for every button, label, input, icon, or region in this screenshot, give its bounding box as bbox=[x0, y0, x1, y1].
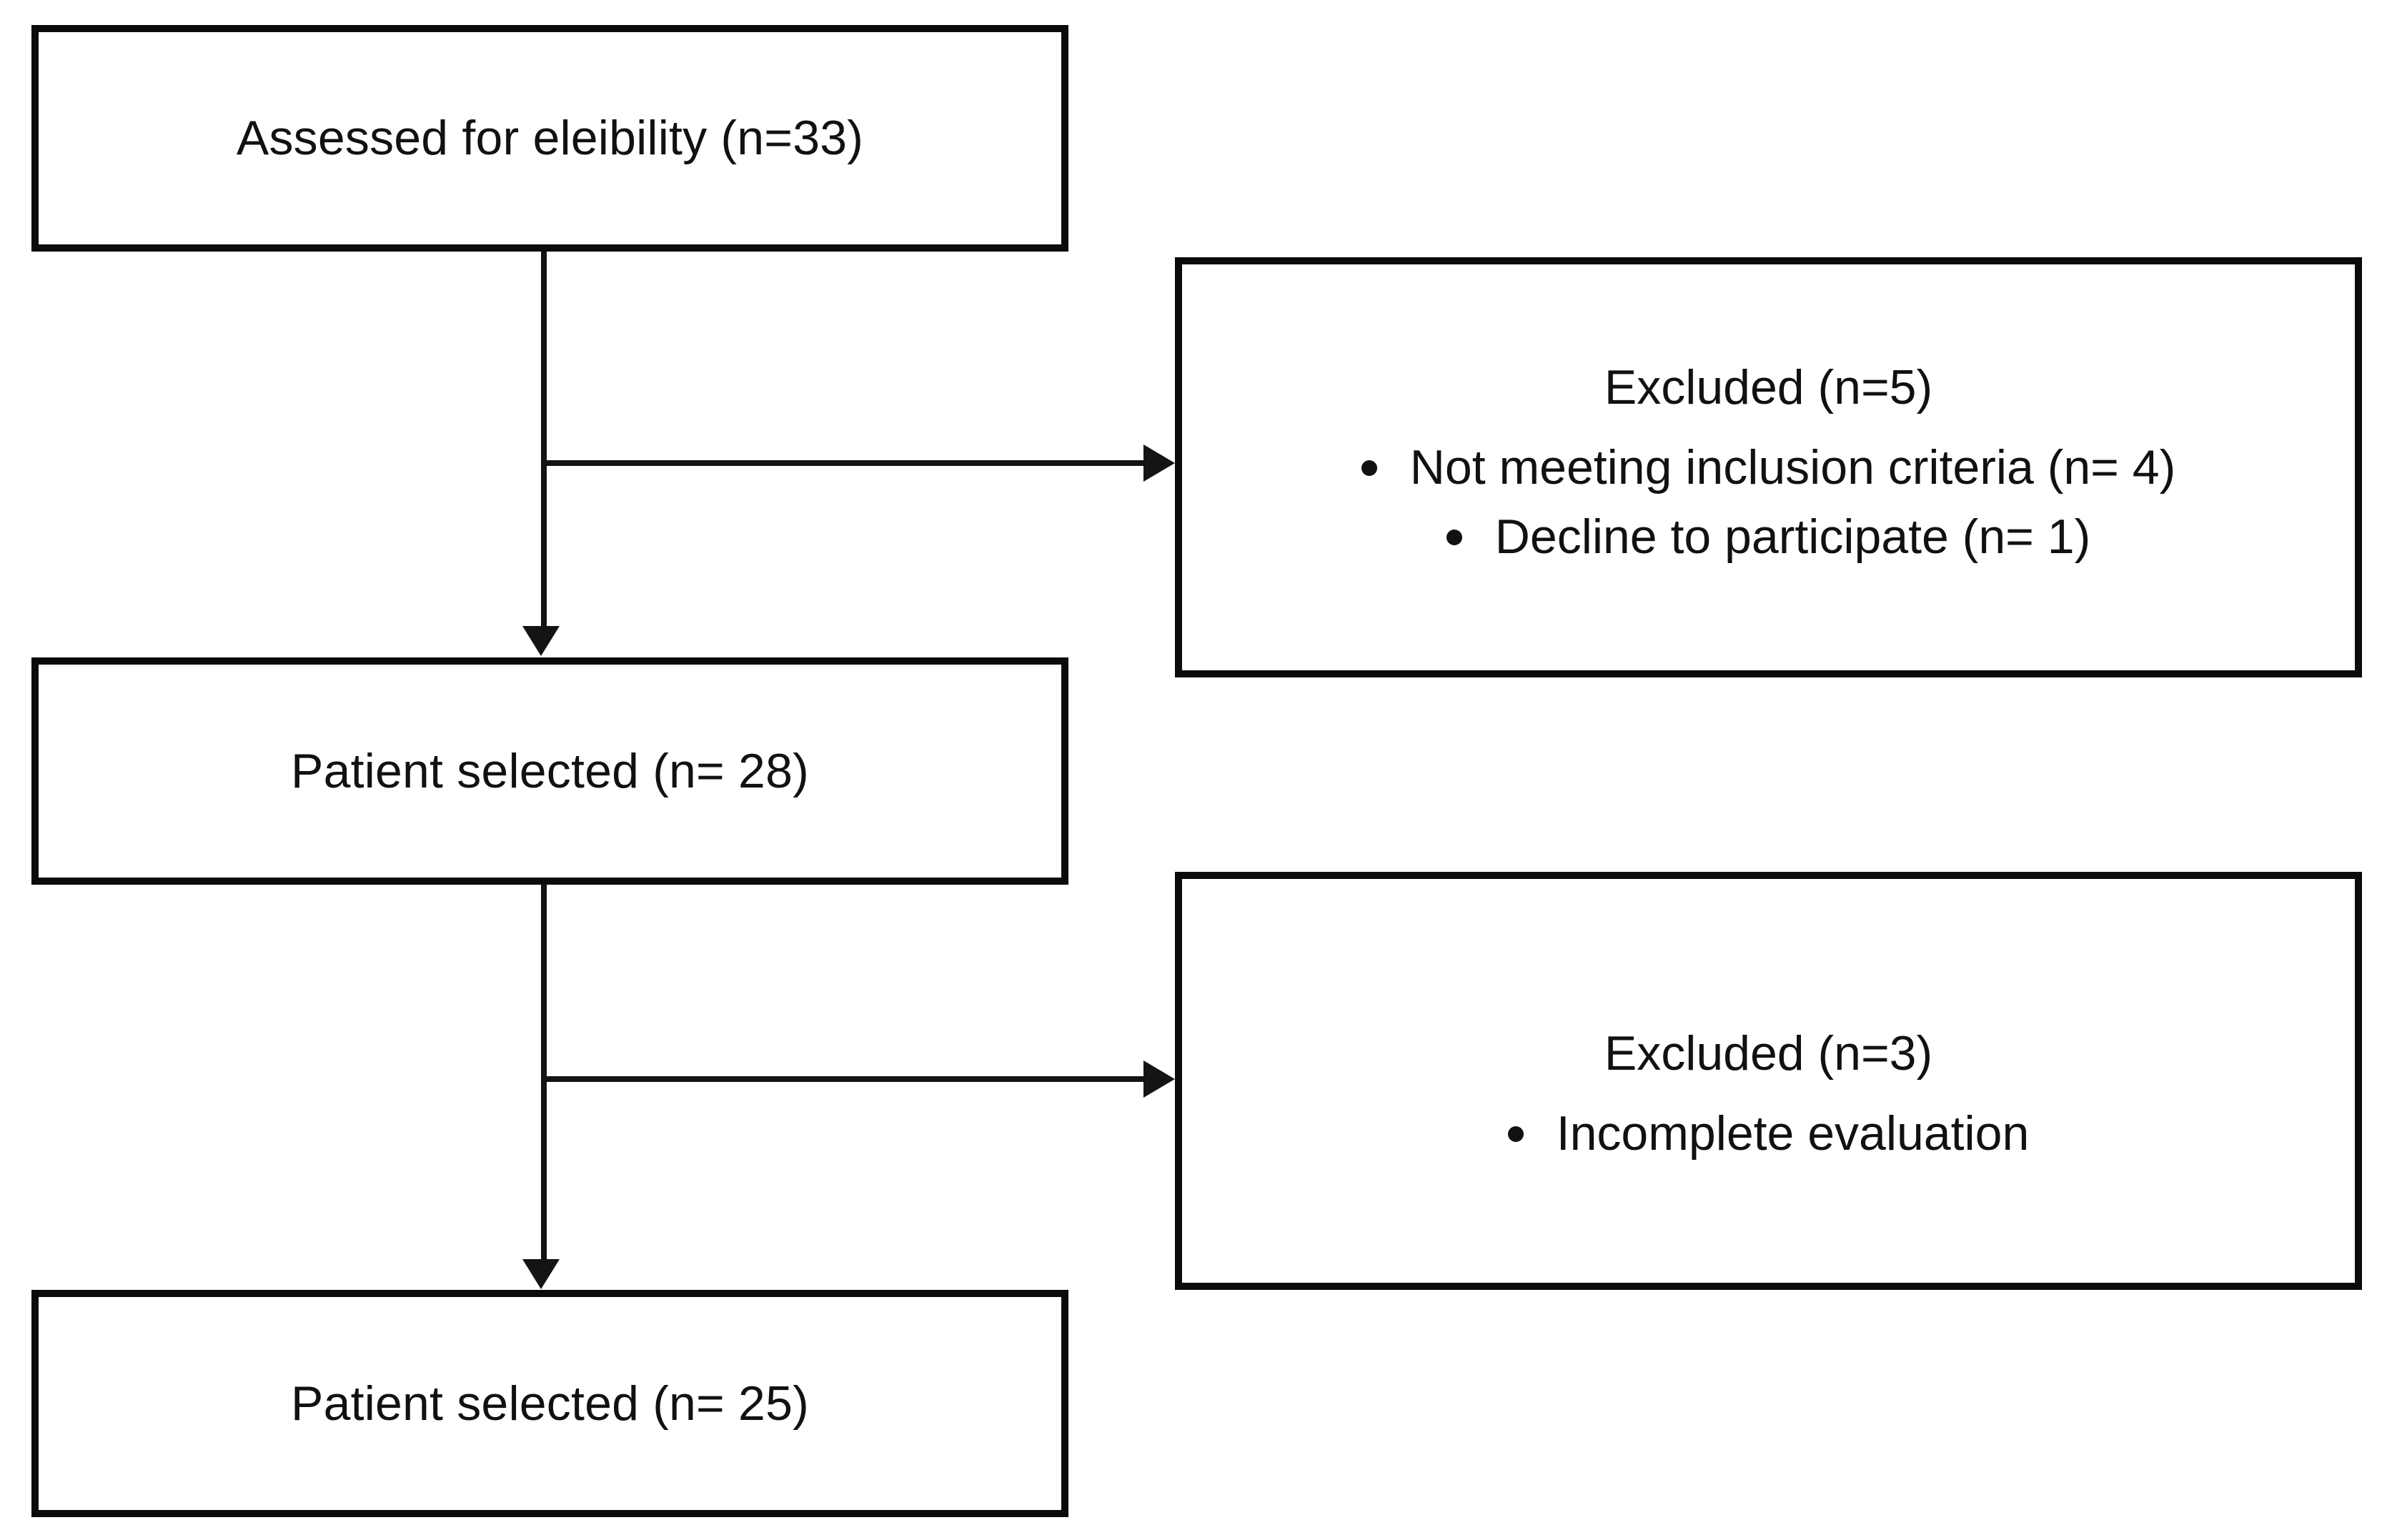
node-assessed-label: Assessed for eleibility (n=33) bbox=[236, 111, 864, 165]
list-item: Decline to participate (n= 1) bbox=[1446, 507, 2090, 567]
excluded-first-bullet-2: Decline to participate (n= 1) bbox=[1494, 510, 2091, 565]
connector-assessed-to-selected28-line bbox=[541, 252, 547, 626]
arrow-right-icon-to-excluded-first bbox=[1143, 444, 1175, 482]
node-excluded-second[interactable]: Excluded (n=3) Incomplete evaluation bbox=[1175, 872, 2362, 1290]
excluded-first-body: Excluded (n=5) Not meeting inclusion cri… bbox=[1182, 356, 2355, 567]
bullet-icon bbox=[1446, 529, 1462, 545]
arrow-down-icon-assessed-to-selected28 bbox=[522, 626, 560, 656]
list-item: Not meeting inclusion criteria (n= 4) bbox=[1361, 437, 2175, 498]
bullet-icon bbox=[1361, 459, 1377, 476]
node-patient-selected-25[interactable]: Patient selected (n= 25) bbox=[31, 1290, 1068, 1517]
node-assessed-for-eligibility[interactable]: Assessed for eleibility (n=33) bbox=[31, 25, 1068, 252]
connector-to-excluded-second-line bbox=[541, 1076, 1147, 1082]
list-item: Incomplete evaluation bbox=[1507, 1103, 2030, 1164]
bullet-icon bbox=[1507, 1126, 1524, 1142]
excluded-first-bullet-1: Not meeting inclusion criteria (n= 4) bbox=[1409, 440, 2176, 495]
excluded-second-title: Excluded (n=3) bbox=[1604, 1026, 1933, 1081]
connector-selected28-to-selected25-line bbox=[541, 885, 547, 1259]
node-patient-selected-28-label: Patient selected (n= 28) bbox=[291, 743, 809, 798]
arrow-down-icon-selected28-to-selected25 bbox=[522, 1259, 560, 1289]
connector-to-excluded-first-line bbox=[541, 460, 1147, 466]
excluded-first-title: Excluded (n=5) bbox=[1604, 360, 1933, 414]
excluded-second-body: Excluded (n=3) Incomplete evaluation bbox=[1182, 1022, 2355, 1164]
node-excluded-first[interactable]: Excluded (n=5) Not meeting inclusion cri… bbox=[1175, 257, 2362, 677]
node-patient-selected-25-label: Patient selected (n= 25) bbox=[291, 1376, 809, 1431]
arrow-right-icon-to-excluded-second bbox=[1143, 1060, 1175, 1098]
node-patient-selected-28[interactable]: Patient selected (n= 28) bbox=[31, 657, 1068, 885]
excluded-second-bullet-1: Incomplete evaluation bbox=[1556, 1106, 2030, 1161]
